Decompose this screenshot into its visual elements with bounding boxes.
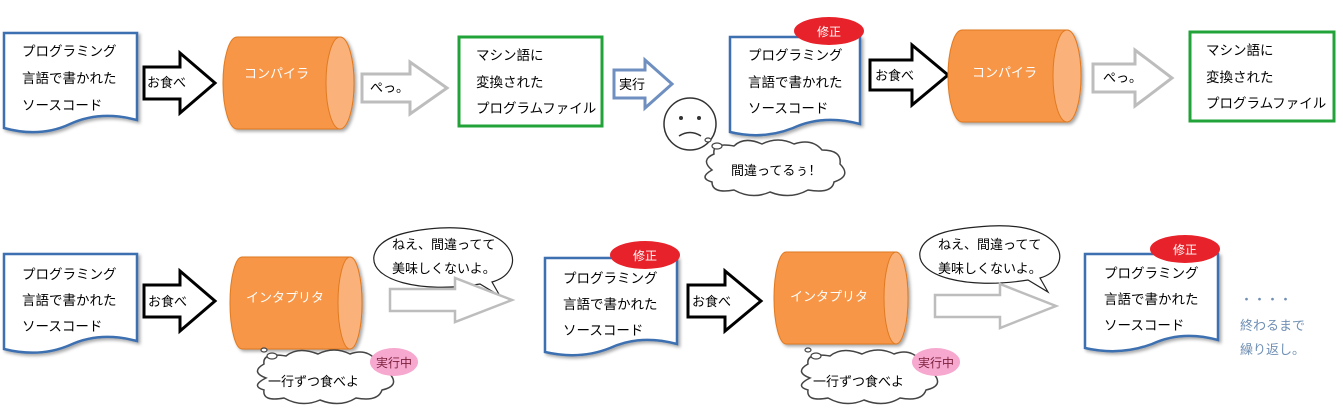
doc-line: 言語で書かれた <box>1104 291 1199 308</box>
run-arrow <box>612 56 675 112</box>
doc-line: プログラミング <box>748 48 843 64</box>
doc-line: ソースコード <box>22 319 102 335</box>
doc-line: 言語で書かれた <box>22 70 117 87</box>
output-line: 変換された <box>1206 69 1274 86</box>
gray-arrow <box>388 276 516 324</box>
fix-badge <box>794 17 864 45</box>
doc-line: ソースコード <box>563 323 643 339</box>
spit-arrow-label: ぺっ。 <box>370 81 409 96</box>
fix-badge-label: 修正 <box>817 24 841 39</box>
output-line: プログラムファイル <box>476 101 596 117</box>
source-code-document <box>2 31 139 134</box>
source-code-document <box>1083 252 1220 353</box>
output-line: マシン語に <box>1206 42 1274 59</box>
bubble-line: ねえ、間違ってて <box>938 238 1041 253</box>
interpreter-label: インタプリタ <box>790 290 868 305</box>
continuation-dots: ・・・・ <box>1240 293 1292 308</box>
doc-line: プログラミング <box>1104 266 1199 282</box>
compiler-label: コンパイラ <box>244 67 309 82</box>
doc-line: 言語で書かれた <box>563 296 658 313</box>
speech-bubble <box>373 227 514 298</box>
eat-arrow <box>868 41 951 109</box>
bubble-line: ねえ、間違ってて <box>392 238 495 253</box>
machine-code-output-box <box>457 35 604 128</box>
thought-cloud <box>704 137 846 197</box>
output-line: マシン語に <box>476 47 544 64</box>
fix-badge <box>1150 235 1220 263</box>
source-code-document <box>543 256 679 357</box>
repeat-text-line: 繰り返し。 <box>1240 343 1305 358</box>
source-code-document <box>728 35 862 137</box>
eat-arrow-label: お食べ <box>875 68 914 84</box>
repeat-text-line: 終わるまで <box>1240 318 1305 334</box>
bubble-line: 美味しくないよ。 <box>392 262 496 277</box>
eat-arrow-label: お食べ <box>147 75 186 91</box>
doc-line: ソースコード <box>748 101 828 117</box>
output-line: プログラムファイル <box>1206 96 1326 112</box>
doc-line: ソースコード <box>1104 318 1184 334</box>
doc-line: プログラミング <box>22 267 117 283</box>
sad-face-icon <box>663 97 717 151</box>
running-badge <box>370 348 418 376</box>
doc-line: ソースコード <box>22 98 102 114</box>
compiler-cylinder <box>222 36 355 130</box>
compiler-cylinder <box>947 29 1082 123</box>
compiler-label: コンパイラ <box>972 66 1037 81</box>
speech-bubble <box>919 225 1061 294</box>
interpreter-cylinder <box>773 251 909 345</box>
spit-arrow-label: ぺっ。 <box>1103 71 1142 86</box>
interpreter-cylinder <box>229 256 363 350</box>
doc-line: プログラミング <box>22 44 117 60</box>
bubble-line: 美味しくないよ。 <box>938 262 1042 277</box>
spit-arrow <box>360 59 450 117</box>
spit-arrow <box>1091 46 1175 110</box>
fix-badge-label: 修正 <box>1173 242 1197 257</box>
gray-arrow <box>933 282 1060 330</box>
fix-badge-label: 修正 <box>633 248 657 263</box>
machine-code-output-box <box>1188 30 1336 123</box>
eat-arrow <box>142 49 218 117</box>
run-arrow-label: 実行 <box>619 77 645 93</box>
cloud-text: 一行ずつ食べよ <box>268 374 359 390</box>
doc-line: 言語で書かれた <box>748 74 843 91</box>
running-badge-label: 実行中 <box>918 355 954 370</box>
cloud-text: 間違ってるぅ！ <box>731 164 821 179</box>
output-line: 変換された <box>476 74 544 91</box>
fix-badge <box>610 241 680 269</box>
running-badge <box>912 348 960 376</box>
doc-line: 言語で書かれた <box>22 292 117 309</box>
cloud-text: 一行ずつ食べよ <box>813 374 904 390</box>
source-code-document <box>2 252 139 354</box>
running-badge-label: 実行中 <box>376 355 412 370</box>
interpreter-label: インタプリタ <box>246 291 324 306</box>
eat-arrow <box>142 267 218 335</box>
eat-arrow <box>686 267 764 335</box>
eat-arrow-label: お食べ <box>148 294 187 310</box>
doc-line: プログラミング <box>563 271 658 287</box>
eat-arrow-label: お食べ <box>692 294 731 310</box>
